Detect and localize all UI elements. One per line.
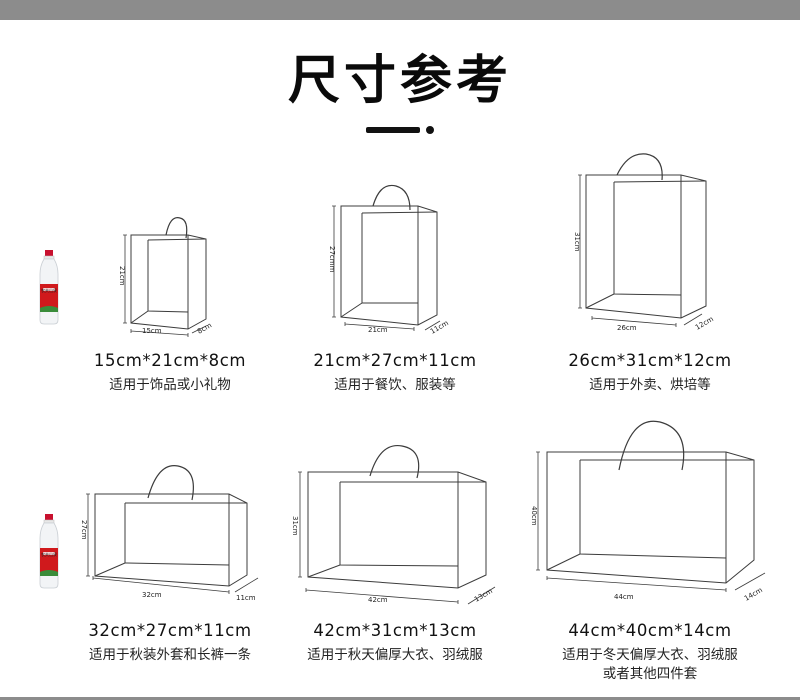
- bag-3-caption: 26cm*31cm*12cm 适用于外卖、烘培等: [530, 351, 770, 395]
- title-divider-dash: [366, 127, 420, 133]
- bag-4-usage: 适用于秋装外套和长裤一条: [89, 647, 251, 663]
- bag-3-size: 26cm*31cm*12cm: [568, 351, 732, 370]
- water-bottle-icon: [39, 249, 59, 325]
- bag-4-caption: 32cm*27cm*11cm 适用于秋装外套和长裤一条: [50, 621, 290, 665]
- bag-6-height-label: 40cm: [530, 506, 538, 526]
- bag-5-width-label: 42cm: [368, 596, 388, 604]
- bag-4-size: 32cm*27cm*11cm: [88, 621, 252, 640]
- page-title: 尺寸参考: [287, 51, 512, 111]
- bag-1-outline: [123, 217, 207, 337]
- bag-6-outline: [536, 420, 766, 592]
- bag-1-usage: 适用于饰品或小礼物: [109, 377, 231, 393]
- bag-2-width-label: 21cm: [368, 326, 388, 334]
- bag-1-width-label: 15cm: [142, 327, 162, 335]
- bag-6-size: 44cm*40cm*14cm: [568, 621, 732, 640]
- bag-2-outline: [332, 184, 441, 331]
- water-bottle-icon: [39, 513, 59, 589]
- bottom-bar: [0, 697, 800, 700]
- bag-5-size: 42cm*31cm*13cm: [313, 621, 477, 640]
- bag-6-usage-line-1: 适用于冬天偏厚大衣、羽绒服: [562, 647, 738, 663]
- bag-4-height-label: 27cm: [80, 520, 88, 540]
- bag-6-width-label: 44cm: [614, 593, 634, 601]
- top-bar: [0, 0, 800, 20]
- bag-1-caption: 15cm*21cm*8cm 适用于饰品或小礼物: [50, 351, 290, 395]
- bag-6-caption: 44cm*40cm*14cm 适用于冬天偏厚大衣、羽绒服 或者其他四件套: [530, 621, 770, 684]
- bag-5-outline: [298, 444, 496, 605]
- bag-3-height-label: 31cm: [573, 232, 581, 252]
- bag-5-usage: 适用于秋天偏厚大衣、羽绒服: [307, 647, 483, 663]
- bag-2-height-label: 27cmm: [328, 246, 336, 273]
- title-divider-dot: [426, 126, 434, 134]
- bag-4-outline: [86, 465, 259, 594]
- bag-3-usage: 适用于外卖、烘培等: [589, 377, 711, 393]
- bag-5-height-label: 31cm: [291, 516, 299, 536]
- bag-3-width-label: 26cm: [617, 324, 637, 332]
- bottle-label: 农夫山泉: [41, 551, 57, 557]
- bag-4-depth-label: 11cm: [236, 594, 256, 602]
- bag-1-size: 15cm*21cm*8cm: [93, 351, 247, 370]
- bag-1-height-label: 21cm: [118, 266, 126, 286]
- bag-2-caption: 21cm*27cm*11cm 适用于餐饮、服装等: [275, 351, 515, 395]
- bag-4-width-label: 32cm: [142, 591, 162, 599]
- bag-6-depth-label: 14cm: [743, 586, 764, 603]
- bag-3-depth-label: 12cm: [694, 315, 715, 332]
- bag-3-outline: [578, 153, 707, 327]
- bag-2-size: 21cm*27cm*11cm: [313, 351, 477, 370]
- bag-6-usage-line-2: 或者其他四件套: [602, 666, 698, 682]
- bag-2-usage: 适用于餐饮、服装等: [334, 377, 456, 393]
- bag-5-depth-label: 13cm: [473, 587, 494, 604]
- bag-5-caption: 42cm*31cm*13cm 适用于秋天偏厚大衣、羽绒服: [275, 621, 515, 665]
- bottle-label: 农夫山泉: [41, 287, 57, 293]
